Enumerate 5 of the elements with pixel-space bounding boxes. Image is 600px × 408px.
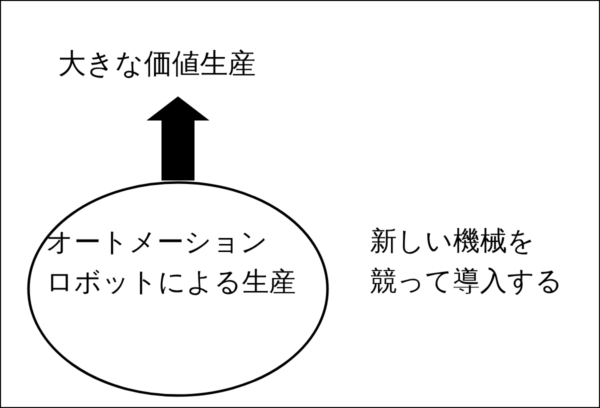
node-text: オートメーションロボットによる生産 [46,226,296,300]
arrow [146,96,210,180]
ellipse-node [27,181,329,397]
result-text: 大きな価値生産 [58,46,256,82]
note-text: 新しい機械を競って導入する [370,225,563,299]
